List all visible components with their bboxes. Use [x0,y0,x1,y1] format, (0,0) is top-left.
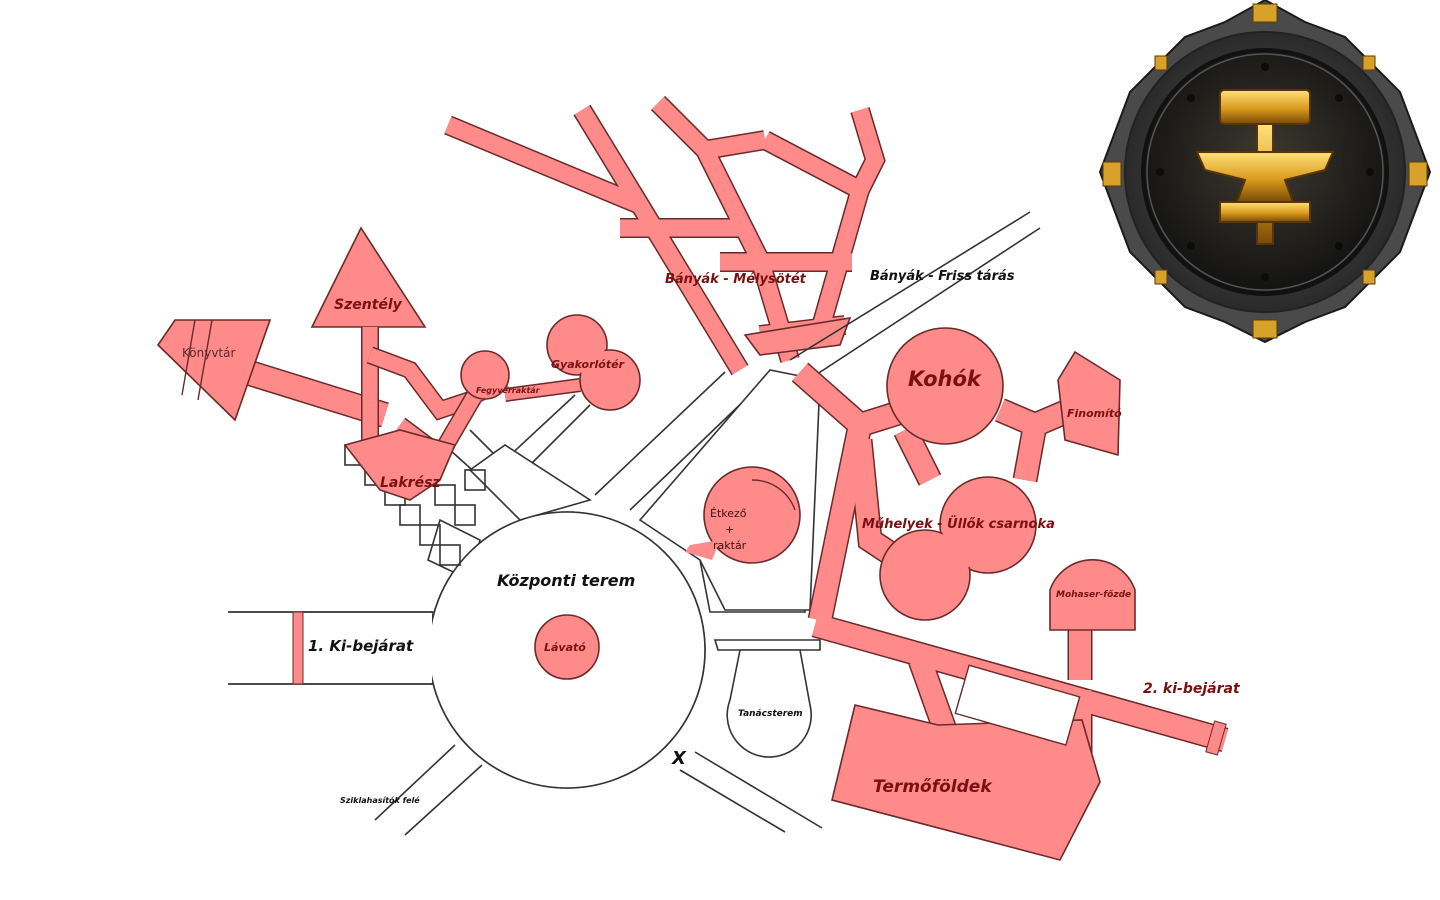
label-muhelyek: Műhelyek - Üllők csarnoka [862,516,1055,532]
label-termofoldek: Termőföldek [873,777,993,797]
label-bejarat-1: 1. Ki-bejárat [308,637,414,655]
label-kohok: Kohók [908,367,983,391]
map-labels: Szentély Könyvtár Fegyverraktár Gyakorló… [182,269,1241,805]
label-tanacsterem: Tanácsterem [738,709,803,719]
label-konyvtar: Könyvtár [182,346,235,360]
label-raktar: raktár [713,539,747,552]
armory-room [460,350,510,400]
label-kozponti-terem: Központi terem [497,571,635,590]
label-etkezo: Étkező [710,507,747,520]
label-lakresz: Lakrész [380,475,441,491]
label-fegyverraktar: Fegyverraktár [476,386,541,395]
label-banyak-melysotet: Bányák - Mélysötét [665,272,807,287]
living-quarters-area [156,226,641,501]
label-mohaser: Mohaser-főzde [1056,590,1131,600]
dining-hall-room [703,466,801,564]
label-lavato: Lávató [544,641,586,654]
library-room [156,319,272,422]
label-etkezo-plus: + [725,523,734,536]
farmlands-room [831,704,1101,861]
label-szentely: Szentély [334,297,403,313]
refinery-room [1057,350,1121,457]
mines-deep-dark [444,95,886,376]
label-banyak-friss: Bányák - Friss tárás [870,269,1015,284]
lava-lake-room [534,614,600,680]
label-bejarat-2: 2. ki-bejárat [1143,681,1241,697]
forges-room [886,327,1004,445]
label-finomito: Finomító [1067,407,1122,420]
label-sziklahasitok: Sziklahasítók felé [340,795,420,805]
living-quarters-room [343,429,457,501]
label-gyakorloter: Gyakorlótér [551,358,625,371]
dwarf-hammer-anvil-emblem-icon [1098,0,1432,344]
forge-workshop-area [685,327,1229,861]
brewery-room [1049,558,1136,631]
x-marker: X [671,748,687,769]
